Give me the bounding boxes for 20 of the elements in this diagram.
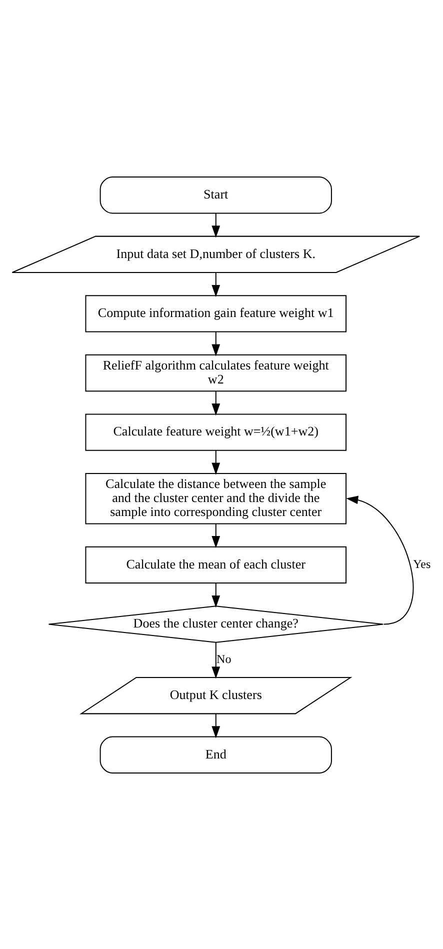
arrow xyxy=(212,390,220,416)
node-diamond: Does the cluster center change? xyxy=(48,605,384,642)
arrow xyxy=(212,450,220,474)
node-box: ReliefF algorithm calculates feature weight w2 xyxy=(85,354,347,392)
node-box: Calculate the distance between the sample and the cluster center and the divide the sample into corresponding cluster center xyxy=(85,472,347,524)
arrow xyxy=(212,331,220,356)
edge-label: No xyxy=(216,652,232,666)
node-box: Compute information gain feature weight w1 xyxy=(85,294,347,332)
arrow xyxy=(212,642,220,678)
arrow xyxy=(212,523,220,548)
arrow xyxy=(212,272,220,297)
arrow xyxy=(212,582,220,608)
node-box: End xyxy=(100,736,332,773)
arrow xyxy=(212,212,220,238)
arrow xyxy=(346,495,414,624)
node-box: Calculate the mean of each cluster xyxy=(85,546,347,584)
arrow xyxy=(212,713,220,738)
node-box: Calculate feature weight w=½(w1+w2) xyxy=(85,413,347,450)
edge-label: Yes xyxy=(413,556,431,571)
node-box: Start xyxy=(100,176,332,214)
